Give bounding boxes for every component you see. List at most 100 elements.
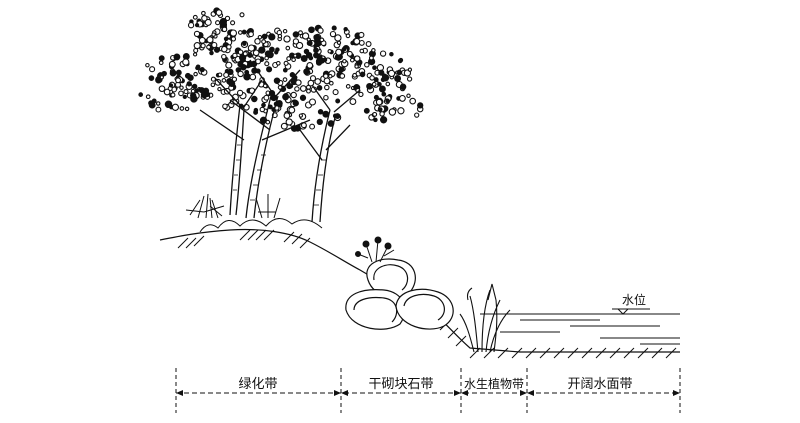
grass-tuft-right <box>255 194 281 219</box>
leaf-cluster <box>375 98 383 106</box>
leaf-cluster <box>327 49 332 54</box>
leaf-cluster <box>316 85 323 91</box>
leaf-cluster <box>368 55 374 61</box>
leaf-cluster <box>349 57 355 63</box>
tree-trunks <box>199 59 361 223</box>
trunk-middle <box>245 91 279 219</box>
leaf-cluster <box>275 60 281 66</box>
leaf-cluster <box>171 103 180 111</box>
leaf-cluster <box>273 77 281 84</box>
leaf-cluster <box>168 60 176 68</box>
leaf-cluster <box>342 58 347 64</box>
leaf-cluster <box>378 85 386 93</box>
leaf-cluster <box>164 100 173 109</box>
water-level-triangle <box>616 308 630 315</box>
leaf-cluster <box>299 94 307 101</box>
leaf-cluster <box>291 57 296 63</box>
leaf-cluster <box>263 94 270 101</box>
leaf-cluster <box>339 73 346 79</box>
leaf-cluster <box>293 53 298 58</box>
leaf-cluster <box>251 95 258 103</box>
leaf-cluster <box>264 55 269 61</box>
leaf-cluster <box>346 50 353 57</box>
leaf-cluster <box>229 29 238 37</box>
leaf-cluster <box>364 62 370 68</box>
leaf-cluster <box>414 112 420 118</box>
leaf-cluster <box>190 88 196 94</box>
leaf-cluster <box>388 108 397 116</box>
leaf-cluster <box>158 55 165 62</box>
leaf-cluster <box>173 53 181 61</box>
leaf-cluster <box>155 76 162 84</box>
dry-laid-stones <box>345 258 454 330</box>
leaf-cluster <box>193 71 198 77</box>
leaf-cluster <box>371 81 377 87</box>
stone-right-inner <box>403 293 445 321</box>
leaf-cluster <box>193 30 201 38</box>
leaf-cluster <box>299 85 307 92</box>
leaf-cluster <box>221 78 227 83</box>
zone-label-open-water-belt: 开阔水面带 <box>567 377 632 392</box>
leaf-cluster <box>379 50 387 57</box>
leaf-cluster <box>221 26 228 33</box>
leaf-cluster <box>298 30 303 36</box>
leaf-cluster <box>232 52 238 59</box>
leaf-cluster <box>277 33 283 39</box>
leaf-cluster <box>282 67 288 73</box>
leaf-cluster <box>274 50 279 55</box>
leaf-cluster <box>158 85 166 93</box>
leaf-cluster <box>215 20 221 26</box>
leaf-cluster <box>169 69 177 77</box>
leaf-cluster <box>294 86 300 92</box>
leaf-cluster <box>192 52 198 57</box>
leaf-cluster <box>309 75 317 82</box>
leaf-cluster <box>168 83 174 88</box>
leaf-cluster <box>268 33 276 41</box>
leaf-cluster <box>155 106 162 113</box>
tree-canopy <box>138 7 424 132</box>
leaf-cluster <box>385 98 390 104</box>
leaf-cluster <box>237 49 244 55</box>
water-level-marker: 水位 <box>612 292 650 315</box>
leaf-cluster <box>373 117 378 123</box>
leaf-cluster <box>335 98 341 104</box>
leaf-cluster <box>292 38 300 45</box>
leaf-cluster <box>266 66 273 73</box>
leaf-cluster <box>394 75 402 82</box>
leaf-cluster <box>378 107 383 112</box>
zone-label-green-belt: 绿化带 <box>238 377 277 392</box>
leaf-cluster <box>223 36 229 42</box>
leaf-cluster <box>309 123 316 130</box>
stone-left-inner <box>353 296 398 323</box>
leaf-cluster <box>170 92 176 98</box>
leaf-cluster <box>262 83 268 89</box>
leaf-cluster <box>313 47 319 54</box>
leaf-cluster <box>407 67 413 72</box>
leaf-cluster <box>210 76 216 82</box>
leaf-cluster <box>248 31 254 38</box>
leaf-cluster <box>148 101 156 109</box>
leaf-cluster <box>148 75 155 81</box>
leaf-cluster <box>145 62 150 68</box>
leaf-cluster <box>282 77 288 82</box>
leaf-cluster <box>286 83 293 90</box>
leaf-cluster <box>163 88 171 96</box>
leaf-cluster <box>417 102 424 109</box>
leaf-cluster <box>237 30 243 35</box>
leaf-cluster <box>206 44 212 50</box>
leaf-cluster <box>242 41 247 46</box>
leaf-cluster <box>389 51 394 57</box>
leaf-cluster <box>204 18 212 26</box>
leaf-cluster <box>215 9 223 16</box>
leaf-cluster <box>313 34 321 42</box>
leaf-cluster <box>225 61 233 69</box>
leaf-cluster <box>223 72 230 78</box>
leaf-cluster <box>226 34 232 39</box>
leaf-cluster <box>259 106 266 113</box>
leaf-cluster <box>199 66 205 73</box>
leaf-cluster <box>397 58 403 64</box>
stone-plant <box>355 236 395 263</box>
leaf-cluster <box>213 46 221 53</box>
leaf-cluster <box>226 44 232 50</box>
leaf-cluster <box>292 100 299 107</box>
